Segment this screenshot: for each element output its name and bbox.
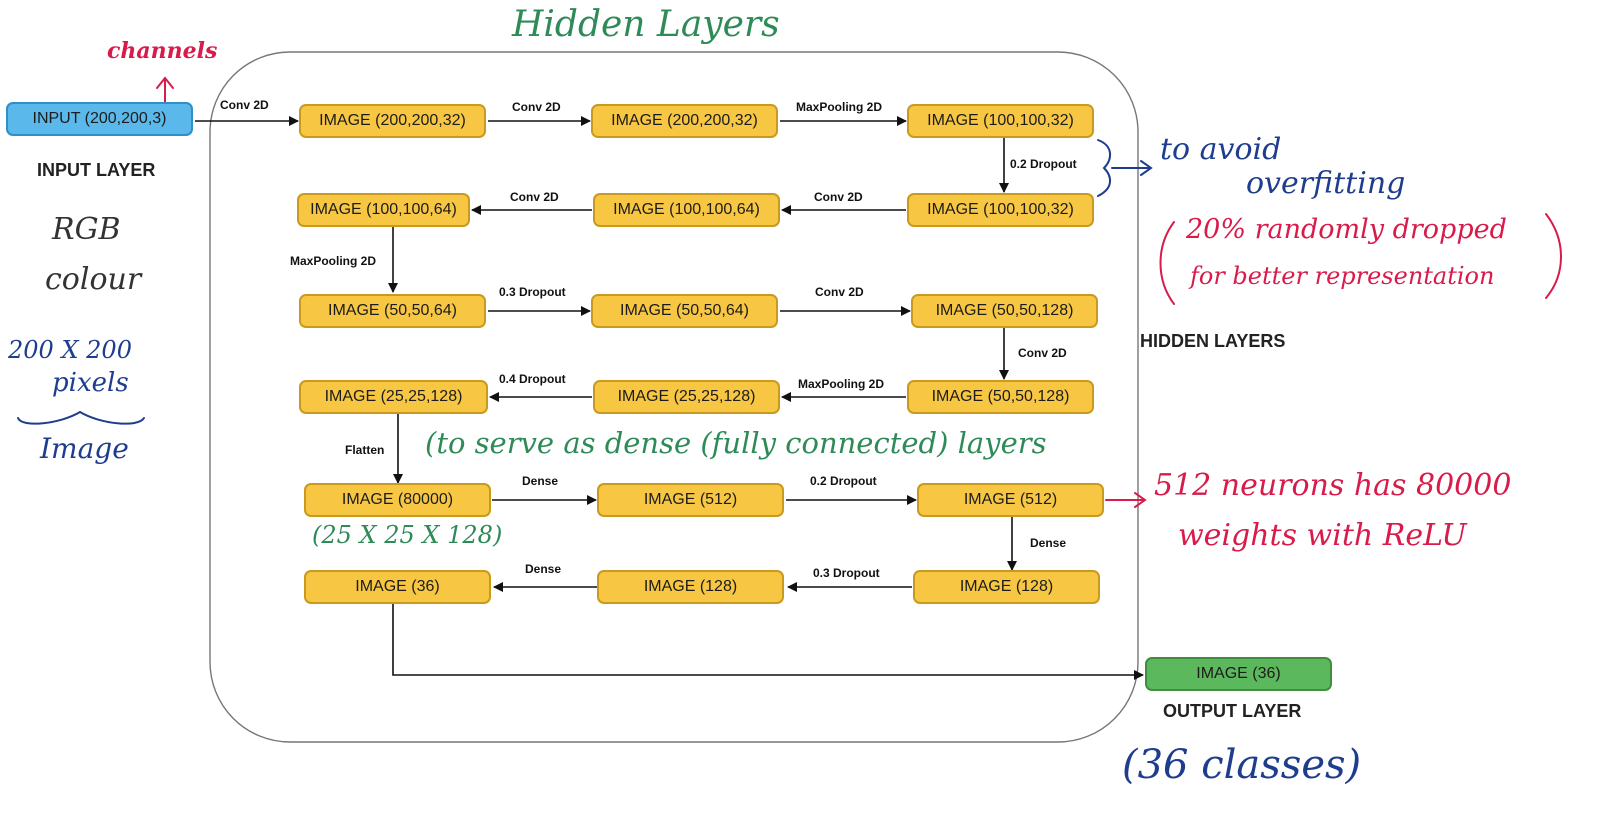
edge-label-r4-b: 0.4 Dropout bbox=[499, 372, 566, 386]
dropout-brace bbox=[1097, 139, 1111, 197]
row5-node-1: IMAGE (80000) bbox=[304, 483, 491, 517]
neurons-note-line2: weights with ReLU bbox=[1178, 518, 1467, 553]
row4-node-1: IMAGE (25,25,128) bbox=[299, 380, 488, 414]
avoid-note-line2: overfitting bbox=[1246, 166, 1406, 201]
pixels-underbrace bbox=[17, 410, 145, 425]
edge-label-r4-a: MaxPooling 2D bbox=[798, 377, 885, 391]
edge-label-r3-b: Conv 2D bbox=[815, 285, 864, 299]
hidden-layers-label: HIDDEN LAYERS bbox=[1140, 331, 1286, 351]
avoid-note-line1: to avoid bbox=[1160, 132, 1282, 167]
row4-node-2: IMAGE (25,25,128) bbox=[593, 380, 780, 414]
dropped-note-line1: 20% randomly dropped bbox=[1186, 214, 1507, 245]
edge-label-r1-down: 0.2 Dropout bbox=[1010, 157, 1077, 171]
input-layer-label: INPUT LAYER bbox=[37, 160, 156, 180]
row1-node-3: IMAGE (100,100,32) bbox=[907, 104, 1094, 138]
edge-label-r6-b: Dense bbox=[525, 562, 562, 576]
output-layer-label: OUTPUT LAYER bbox=[1163, 701, 1302, 721]
row6-node-3: IMAGE (128) bbox=[913, 570, 1100, 604]
flatten-dims-note: (25 X 25 X 128) bbox=[312, 521, 503, 549]
row5-node-2: IMAGE (512) bbox=[597, 483, 784, 517]
row3-node-2: IMAGE (50,50,64) bbox=[591, 294, 778, 328]
row2-node-3: IMAGE (100,100,32) bbox=[907, 193, 1094, 227]
row2-node-2: IMAGE (100,100,64) bbox=[593, 193, 780, 227]
row1-node-2: IMAGE (200,200,32) bbox=[591, 104, 778, 138]
row4-node-3: IMAGE (50,50,128) bbox=[907, 380, 1094, 414]
row6-node-2: IMAGE (128) bbox=[597, 570, 784, 604]
row2-node-1: IMAGE (100,100,64) bbox=[297, 193, 470, 227]
image-note: Image bbox=[40, 432, 129, 465]
edge-label-r3-down: Conv 2D bbox=[1018, 346, 1067, 360]
neurons-arrowhead bbox=[1134, 492, 1147, 508]
channels-arrowhead bbox=[156, 76, 174, 89]
colour-note: colour bbox=[45, 262, 142, 297]
edge-label-input-conv: Conv 2D bbox=[220, 98, 269, 112]
dropped-open-paren bbox=[1159, 221, 1175, 305]
row1-node-1: IMAGE (200,200,32) bbox=[299, 104, 486, 138]
edge-label-r1-b: MaxPooling 2D bbox=[796, 100, 883, 114]
edge-label-r2-a: Conv 2D bbox=[814, 190, 863, 204]
row3-node-1: IMAGE (50,50,64) bbox=[299, 294, 486, 328]
dense-note: (to serve as dense (fully connected) lay… bbox=[425, 426, 1047, 460]
edge-label-r2-b: Conv 2D bbox=[510, 190, 559, 204]
edge-label-r5-b: 0.2 Dropout bbox=[810, 474, 877, 488]
edge-label-r3-a: 0.3 Dropout bbox=[499, 285, 566, 299]
avoid-arrowhead bbox=[1140, 160, 1153, 176]
classes-note: (36 classes) bbox=[1122, 742, 1362, 788]
pixels-note-line2: pixels bbox=[52, 368, 129, 398]
row5-node-3: IMAGE (512) bbox=[917, 483, 1104, 517]
edge-label-r2-down: MaxPooling 2D bbox=[290, 254, 377, 268]
dropped-close-paren bbox=[1545, 213, 1562, 299]
edge-label-r1-a: Conv 2D bbox=[512, 100, 561, 114]
input-node: INPUT (200,200,3) bbox=[6, 102, 193, 136]
rgb-note: RGB bbox=[52, 212, 121, 247]
edge-label-r5-a: Dense bbox=[522, 474, 559, 488]
row6-node-1: IMAGE (36) bbox=[304, 570, 491, 604]
row3-node-3: IMAGE (50,50,128) bbox=[911, 294, 1098, 328]
dropped-note-line2: for better representation bbox=[1190, 262, 1495, 290]
edge-r5c1-to-output bbox=[392, 604, 1144, 680]
hidden-layers-frame bbox=[209, 51, 1139, 743]
output-node: IMAGE (36) bbox=[1145, 657, 1332, 691]
channels-note: channels bbox=[107, 38, 218, 64]
edge-label-r6-a: 0.3 Dropout bbox=[813, 566, 880, 580]
neurons-note-line1: 512 neurons has 80000 bbox=[1154, 468, 1512, 503]
hidden-layers-title: Hidden Layers bbox=[512, 4, 780, 45]
pixels-note-line1: 200 X 200 bbox=[8, 336, 132, 364]
edge-label-r4-down: Flatten bbox=[345, 443, 385, 457]
edge-label-r5-down: Dense bbox=[1030, 536, 1067, 550]
